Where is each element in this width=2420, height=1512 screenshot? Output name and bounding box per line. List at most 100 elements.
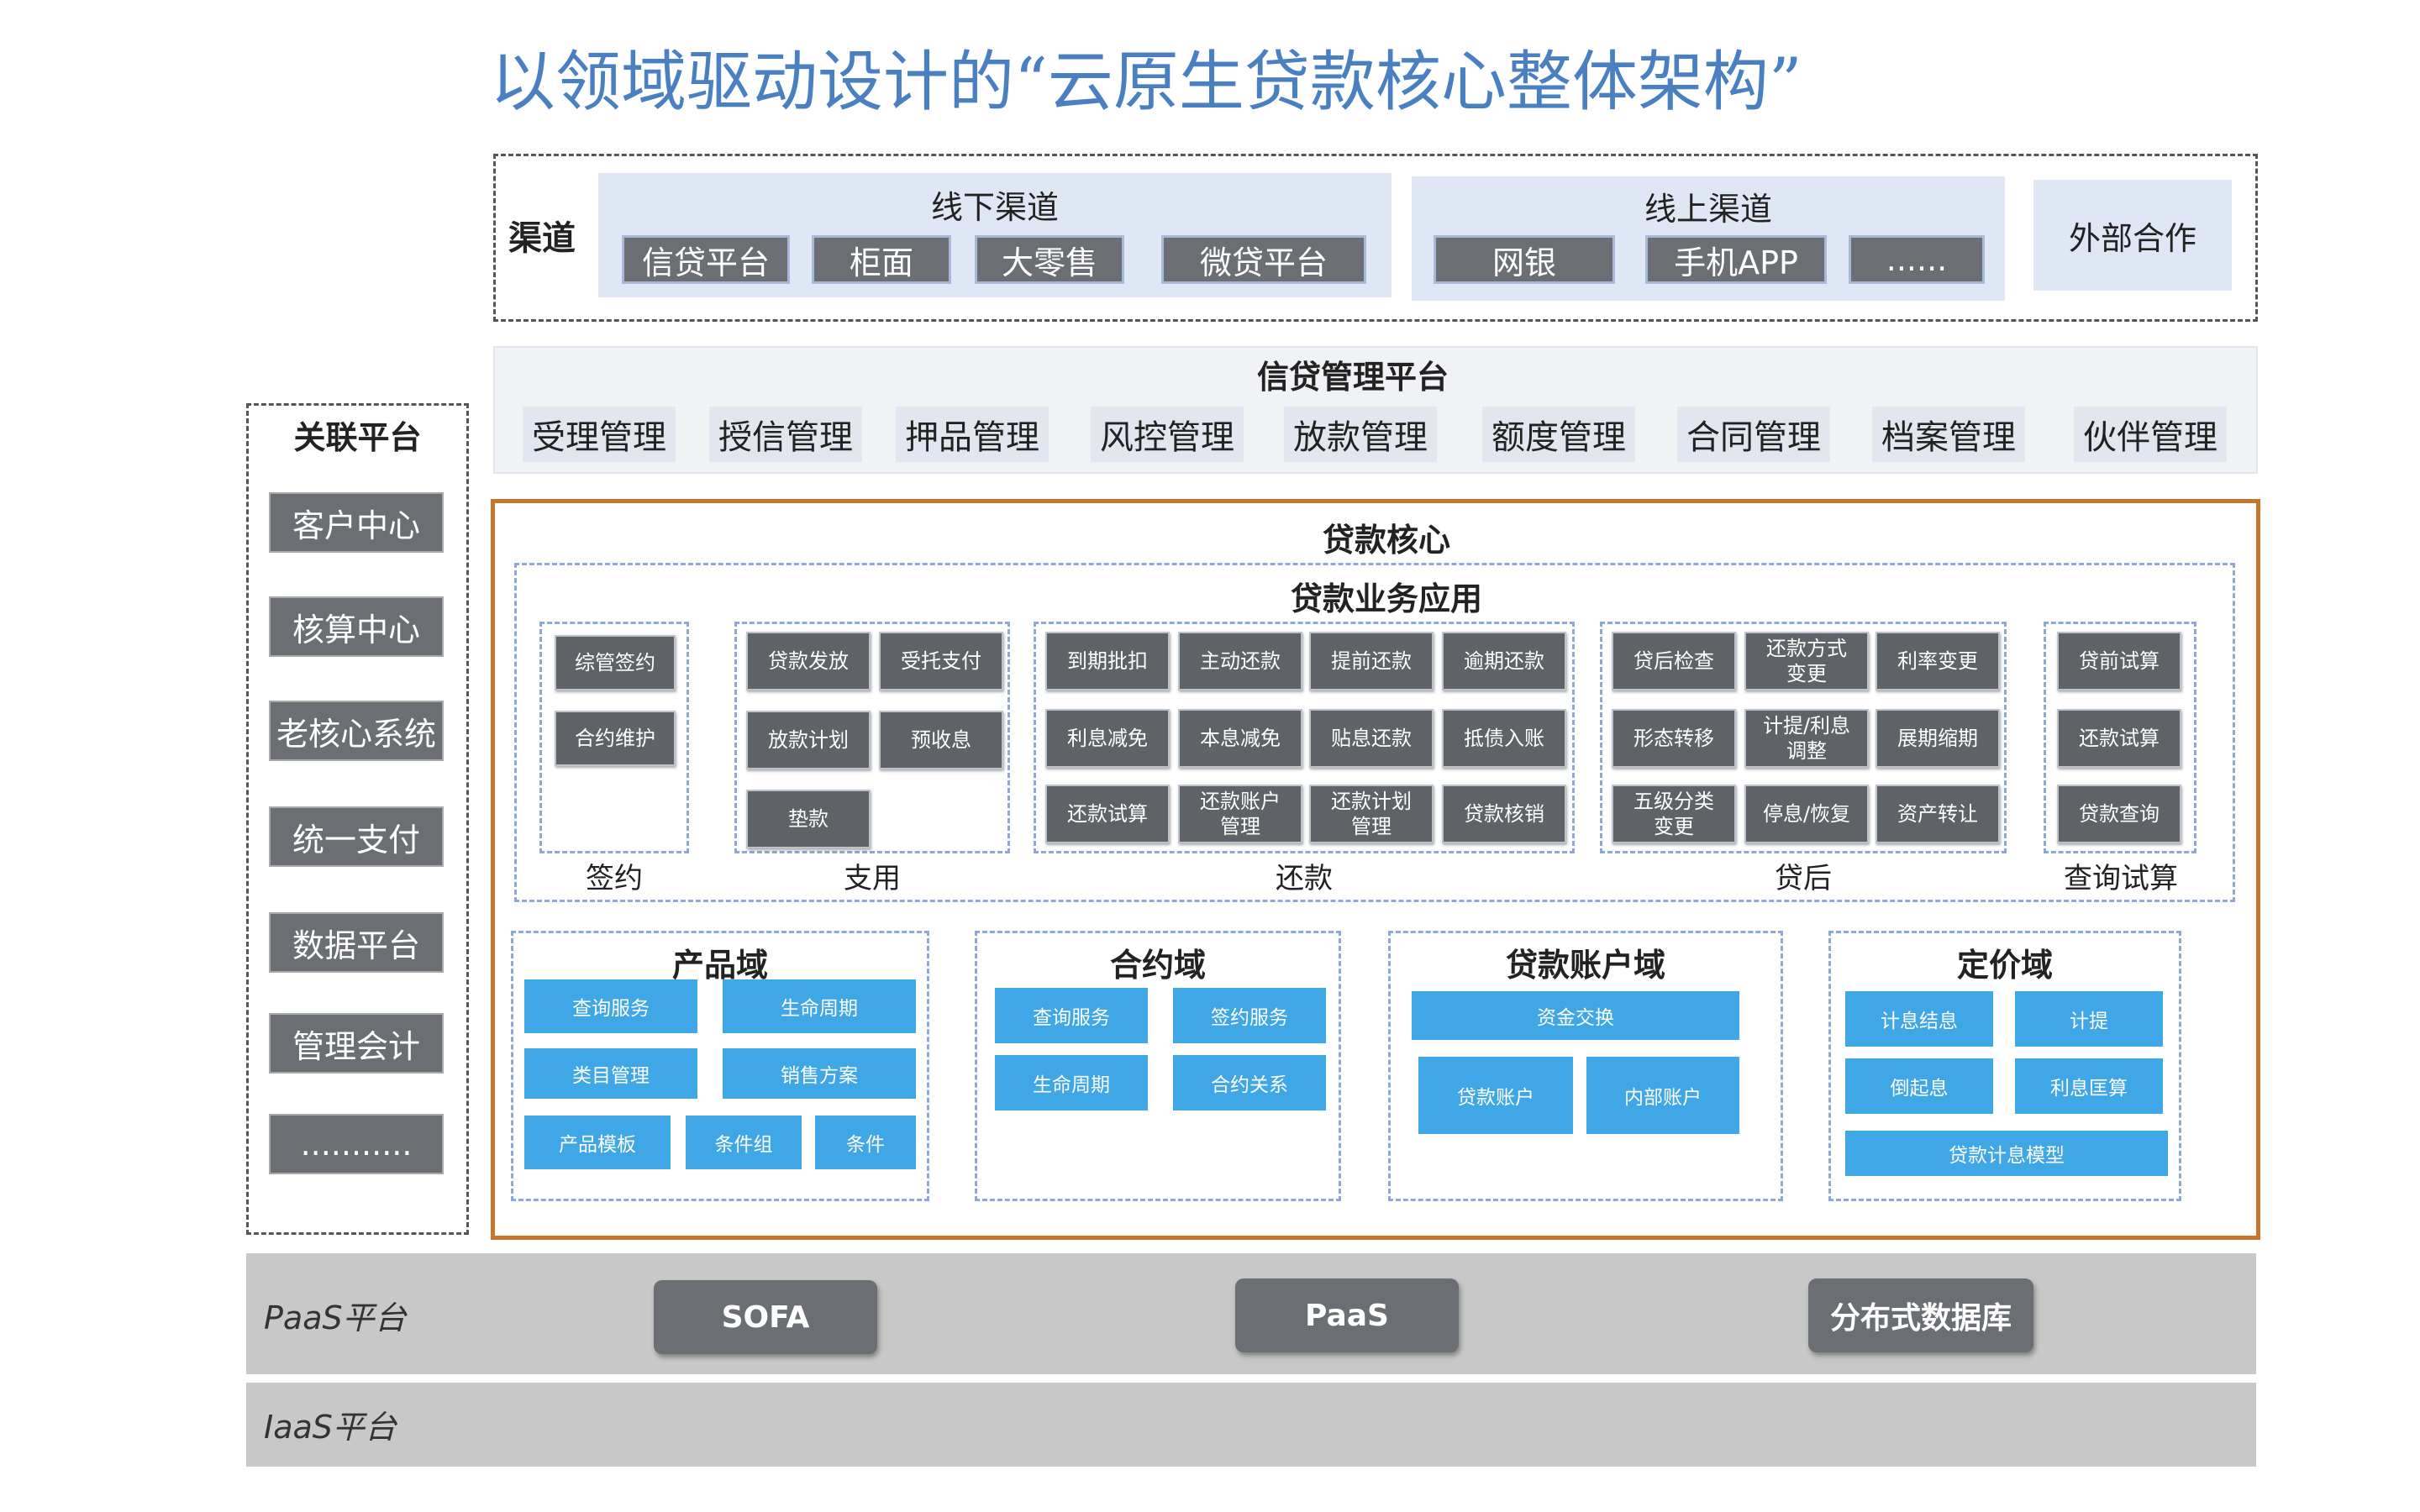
related-accounting-center[interactable]: 核算中心	[269, 596, 444, 657]
module-due-deduct[interactable]: 到期批扣	[1045, 632, 1170, 690]
channel-more[interactable]: ......	[1849, 235, 1985, 284]
module-repay-method-change[interactable]: 还款方式 变更	[1744, 632, 1869, 690]
paas-label: PaaS平台	[264, 1299, 407, 1336]
module-extend-shorten[interactable]: 展期缩期	[1876, 709, 2000, 768]
group-sign	[539, 622, 689, 853]
paas-sofa[interactable]: SOFA	[654, 1280, 877, 1354]
mgr-quota[interactable]: 额度管理	[1482, 407, 1635, 462]
module-active-repay[interactable]: 主动还款	[1178, 632, 1302, 690]
domain-product-title: 产品域	[671, 946, 768, 984]
channel-ebank[interactable]: 网银	[1434, 235, 1615, 284]
group-post-loan	[1600, 622, 2007, 853]
domain-pricing-title: 定价域	[1956, 946, 2053, 984]
mgr-disbursement[interactable]: 放款管理	[1284, 407, 1437, 462]
loan-core-section	[491, 499, 2260, 1240]
related-customer-center[interactable]: 客户中心	[269, 492, 444, 553]
module-interest-relief[interactable]: 利息减免	[1045, 709, 1170, 768]
group-use	[734, 622, 1010, 853]
mgr-archive[interactable]: 档案管理	[1872, 407, 2025, 462]
related-old-core[interactable]: 老核心系统	[269, 701, 444, 761]
channel-xindai-platform[interactable]: 信贷平台	[622, 235, 790, 284]
module-pre-loan-trial[interactable]: 贷前试算	[2057, 632, 2181, 690]
pricing-loan-interest-model[interactable]: 贷款计息模型	[1845, 1131, 2168, 1176]
module-advance[interactable]: 垫款	[746, 790, 871, 848]
domain-loan-account	[1388, 931, 1783, 1201]
module-post-check[interactable]: 贷后检查	[1612, 632, 1736, 690]
external-cooperation[interactable]: 外部合作	[2033, 180, 2232, 291]
module-accrual-adjust[interactable]: 计提/利息 调整	[1744, 709, 1869, 768]
group-query-trial	[2044, 622, 2196, 853]
mgr-risk-control[interactable]: 风控管理	[1091, 407, 1244, 462]
related-data-platform[interactable]: 数据平台	[269, 912, 444, 973]
loan-business-app-title: 贷款业务应用	[1290, 580, 1482, 617]
mgr-credit-grant[interactable]: 授信管理	[709, 407, 862, 462]
module-stop-resume-interest[interactable]: 停息/恢复	[1744, 785, 1869, 843]
module-entrusted-pay[interactable]: 受托支付	[879, 632, 1003, 690]
module-overdue-repay[interactable]: 逾期还款	[1442, 632, 1566, 690]
module-contract-maintain[interactable]: 合约维护	[555, 711, 676, 766]
contract-query-service[interactable]: 查询服务	[995, 988, 1148, 1043]
group-use-label: 支用	[844, 861, 901, 895]
product-query-service[interactable]: 查询服务	[524, 979, 697, 1033]
module-repay-account-mgmt[interactable]: 还款账户 管理	[1178, 785, 1302, 843]
module-loan-query[interactable]: 贷款查询	[2057, 785, 2181, 843]
module-repay-plan-mgmt[interactable]: 还款计划 管理	[1309, 785, 1434, 843]
account-internal-account[interactable]: 内部账户	[1586, 1057, 1739, 1134]
pricing-interest-settle[interactable]: 计息结息	[1845, 991, 1993, 1047]
paas-paas[interactable]: PaaS	[1235, 1278, 1459, 1352]
contract-sign-service[interactable]: 签约服务	[1173, 988, 1326, 1043]
module-principal-interest-relief[interactable]: 本息减免	[1178, 709, 1302, 768]
iaas-layer	[246, 1383, 2256, 1467]
module-sign[interactable]: 综管签约	[555, 635, 676, 690]
pricing-accrual[interactable]: 计提	[2015, 991, 2163, 1047]
account-fund-exchange[interactable]: 资金交换	[1412, 991, 1739, 1040]
channel-microloan[interactable]: 微贷平台	[1161, 235, 1366, 284]
module-loan-disburse[interactable]: 贷款发放	[746, 632, 871, 690]
domain-loan-account-title: 贷款账户域	[1505, 946, 1665, 984]
product-lifecycle[interactable]: 生命周期	[723, 979, 916, 1033]
pricing-backdated-interest[interactable]: 倒起息	[1845, 1058, 1993, 1114]
mgr-partner[interactable]: 伙伴管理	[2074, 407, 2227, 462]
related-unified-payment[interactable]: 统一支付	[269, 806, 444, 867]
module-status-transfer[interactable]: 形态转移	[1612, 709, 1736, 768]
page-title: 以领域驱动设计的“云原生贷款核心整体架构”	[490, 45, 1802, 120]
module-rate-change[interactable]: 利率变更	[1876, 632, 2000, 690]
module-five-level-change[interactable]: 五级分类 变更	[1612, 785, 1736, 843]
online-channel-title: 线上渠道	[1644, 190, 1772, 228]
product-category-mgmt[interactable]: 类目管理	[524, 1048, 697, 1099]
module-asset-transfer[interactable]: 资产转让	[1876, 785, 2000, 843]
mgr-collateral[interactable]: 押品管理	[896, 407, 1049, 462]
mgr-contract[interactable]: 合同管理	[1677, 407, 1830, 462]
channel-retail[interactable]: 大零售	[975, 235, 1124, 284]
channel-section	[493, 154, 2258, 322]
offline-channel-title: 线下渠道	[930, 188, 1059, 226]
module-loan-writeoff[interactable]: 贷款核销	[1442, 785, 1566, 843]
channel-mobile-app[interactable]: 手机APP	[1645, 235, 1827, 284]
module-repay-trial[interactable]: 还款试算	[1045, 785, 1170, 843]
module-disburse-plan[interactable]: 放款计划	[746, 711, 871, 769]
paas-distributed-db[interactable]: 分布式数据库	[1808, 1278, 2033, 1352]
account-loan-account[interactable]: 贷款账户	[1418, 1057, 1573, 1134]
pricing-interest-estimate[interactable]: 利息匡算	[2015, 1058, 2163, 1114]
related-more[interactable]: ...........	[269, 1114, 444, 1174]
module-early-repay[interactable]: 提前还款	[1309, 632, 1434, 690]
module-subsidized-repay[interactable]: 贴息还款	[1309, 709, 1434, 768]
product-condition-group[interactable]: 条件组	[686, 1116, 802, 1169]
channel-counter[interactable]: 柜面	[812, 235, 951, 284]
module-repay-trial-query[interactable]: 还款试算	[2057, 709, 2181, 768]
contract-lifecycle[interactable]: 生命周期	[995, 1055, 1148, 1110]
contract-relation[interactable]: 合约关系	[1173, 1055, 1326, 1110]
mgr-acceptance[interactable]: 受理管理	[523, 407, 676, 462]
module-prepaid-interest[interactable]: 预收息	[879, 711, 1003, 769]
module-debt-offset[interactable]: 抵债入账	[1442, 709, 1566, 768]
loan-business-app	[514, 563, 2235, 902]
product-condition[interactable]: 条件	[815, 1116, 916, 1169]
channel-label: 渠道	[508, 219, 576, 258]
product-sales-plan[interactable]: 销售方案	[723, 1048, 916, 1099]
credit-platform-title: 信贷管理平台	[1256, 358, 1449, 396]
product-template[interactable]: 产品模板	[524, 1116, 671, 1169]
related-platform-section	[246, 403, 469, 1235]
related-management-accounting[interactable]: 管理会计	[269, 1013, 444, 1074]
domain-contract-title: 合约域	[1109, 946, 1206, 984]
loan-core-title: 贷款核心	[1322, 521, 1450, 559]
